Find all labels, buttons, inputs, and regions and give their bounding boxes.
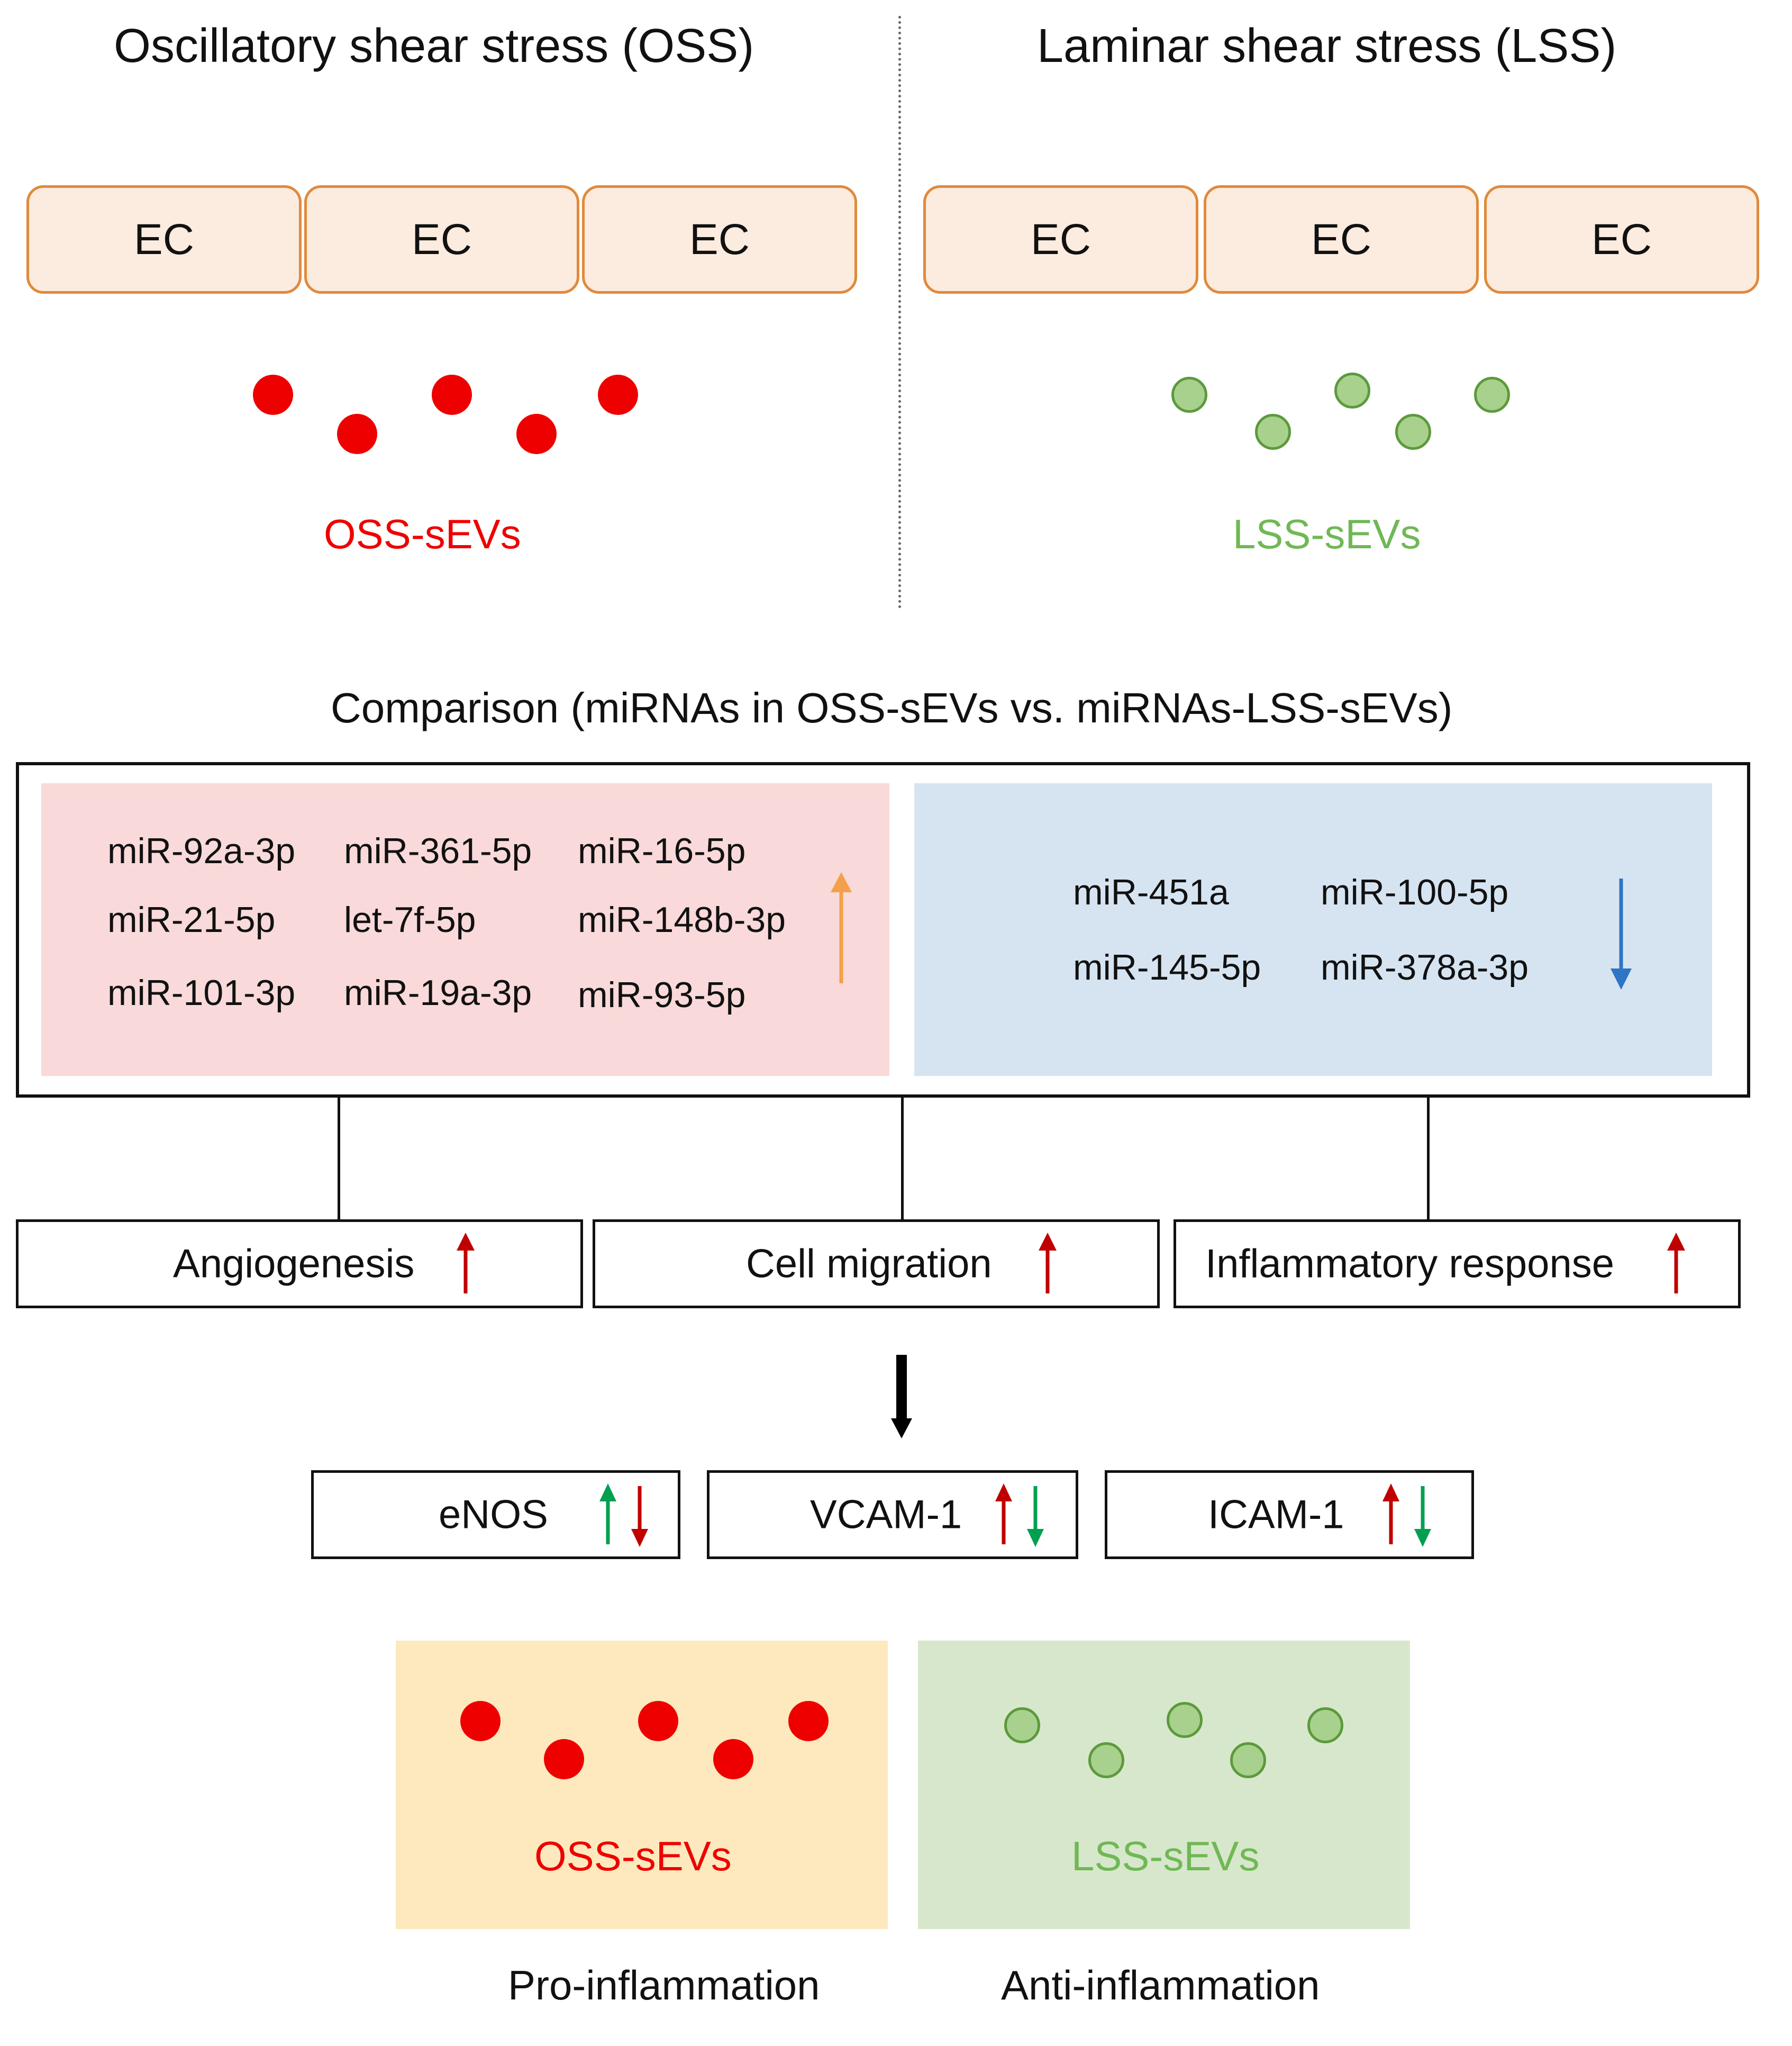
mirna-up-item: miR-93-5p [578, 975, 746, 1015]
marker-enos: eNOS [311, 1470, 680, 1559]
effect-cell-migration: Cell migration [593, 1219, 1160, 1308]
comparison-title: Comparison (miRNAs in OSS-sEVs vs. miRNA… [331, 684, 1453, 731]
mirna-down-item: miR-451a [1073, 872, 1229, 912]
oss-sev-dot [253, 375, 293, 415]
up-arrow-icon [1039, 1233, 1057, 1293]
mirna-up-item: miR-101-3p [107, 973, 296, 1013]
oss-ec-cell: EC [304, 185, 579, 294]
up-arrow-icon [831, 872, 852, 983]
up-down-arrows-icon [1382, 1483, 1431, 1547]
lss-sev-label: LSS-sEVs [1071, 1833, 1260, 1879]
connector-line [901, 1098, 904, 1219]
up-down-arrows-icon [599, 1483, 648, 1547]
oss-sev-dot [788, 1701, 829, 1741]
oss-sev-dot [713, 1739, 753, 1779]
downregulated-panel [914, 783, 1712, 1076]
oss-sev-dot [638, 1701, 678, 1741]
lss-sev-dot [1167, 1702, 1203, 1738]
up-arrow-icon [1667, 1233, 1685, 1293]
mirna-down-item: miR-145-5p [1073, 947, 1261, 988]
oss-sev-dot [432, 375, 472, 415]
oss-sev-dot [516, 414, 557, 454]
lss-ec-cell: EC [923, 185, 1198, 294]
section-divider [898, 16, 901, 609]
lss-sev-dot [1307, 1707, 1343, 1743]
effect-inflammatory-response: Inflammatory response [1174, 1219, 1741, 1308]
lss-sev-dot [1230, 1742, 1266, 1778]
pro-inflammation-label: Pro-inflammation [508, 1962, 820, 2008]
marker-vcam1: VCAM-1 [707, 1470, 1078, 1559]
lss-sev-dot [1255, 414, 1291, 450]
connector-line [1427, 1098, 1430, 1219]
mirna-up-item: miR-361-5p [344, 831, 532, 871]
lss-sev-dot [1395, 414, 1431, 450]
oss-title: Oscillatory shear stress (OSS) [114, 20, 754, 73]
flow-arrow-icon [891, 1355, 912, 1438]
oss-sev-label: OSS-sEVs [324, 511, 521, 557]
effect-angiogenesis: Angiogenesis [16, 1219, 583, 1308]
oss-sev-dot [598, 375, 638, 415]
mirna-down-item: miR-100-5p [1321, 872, 1509, 912]
up-down-arrows-icon [995, 1483, 1044, 1547]
upregulated-panel [41, 783, 889, 1076]
comparison-box [16, 762, 1750, 1098]
connector-line [338, 1098, 340, 1219]
lss-ec-cell: EC [1484, 185, 1759, 294]
oss-ec-cell: EC [582, 185, 857, 294]
mirna-up-item: miR-19a-3p [344, 973, 532, 1013]
lss-sev-dot [1004, 1707, 1040, 1743]
mirna-up-item: miR-148b-3p [578, 900, 786, 940]
mirna-up-item: let-7f-5p [344, 900, 476, 940]
mirna-up-item: miR-21-5p [107, 900, 276, 940]
lss-ec-cell: EC [1204, 185, 1479, 294]
marker-icam1: ICAM-1 [1105, 1470, 1474, 1559]
mirna-up-item: miR-16-5p [578, 831, 746, 871]
up-arrow-icon [457, 1233, 475, 1293]
oss-ec-cell: EC [26, 185, 302, 294]
lss-summary-panel: LSS-sEVs [918, 1641, 1410, 1929]
oss-sev-dot [337, 414, 377, 454]
down-arrow-icon [1611, 879, 1632, 990]
mirna-down-item: miR-378a-3p [1321, 947, 1529, 988]
anti-inflammation-label: Anti-inflammation [1001, 1962, 1320, 2008]
lss-sev-dot [1171, 377, 1207, 413]
lss-sev-dot [1474, 377, 1510, 413]
oss-summary-panel: OSS-sEVs [396, 1641, 888, 1929]
lss-title: Laminar shear stress (LSS) [1037, 20, 1617, 73]
oss-sev-label: OSS-sEVs [534, 1833, 732, 1879]
lss-sev-dot [1088, 1742, 1124, 1778]
lss-sev-label: LSS-sEVs [1233, 511, 1421, 557]
mirna-up-item: miR-92a-3p [107, 831, 296, 871]
oss-sev-dot [460, 1701, 501, 1741]
lss-sev-dot [1334, 373, 1370, 409]
oss-sev-dot [544, 1739, 584, 1779]
